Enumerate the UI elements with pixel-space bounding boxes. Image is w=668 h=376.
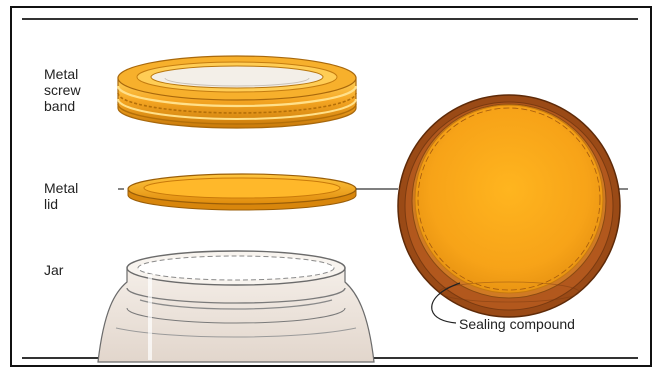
lid-closeup-drawing <box>398 95 628 317</box>
screw-band-drawing <box>118 56 356 128</box>
screw-band-label: Metal screw band <box>44 66 81 114</box>
sealing-compound-label: Sealing compound <box>459 316 575 332</box>
jar-label: Jar <box>44 262 63 278</box>
metal-lid-drawing <box>118 174 398 210</box>
jar-drawing <box>98 251 374 362</box>
lid-label: Metal lid <box>44 180 78 212</box>
